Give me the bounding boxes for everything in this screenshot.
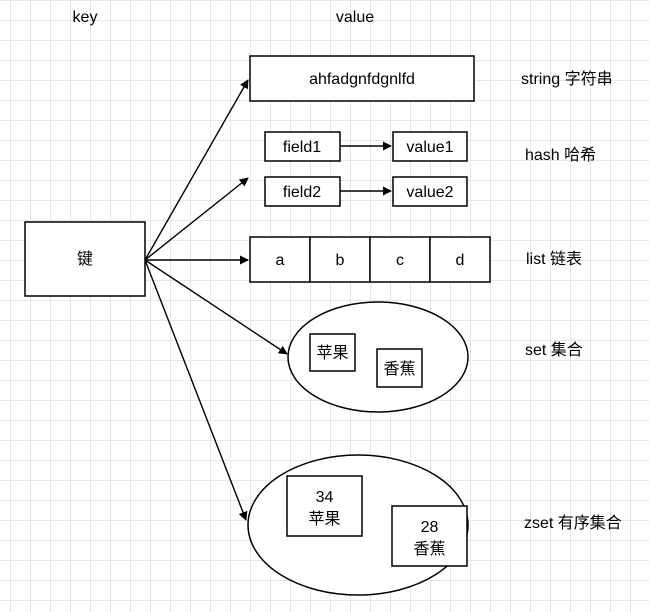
arrow-to-zset (144, 259, 248, 521)
hash-value-2: value2 (406, 184, 453, 201)
zset-score-2: 28 (421, 519, 439, 536)
zset-structure: 34 苹果 28 香蕉 (247, 454, 469, 596)
value-column-header: value (336, 9, 374, 26)
list-item-3: c (396, 252, 404, 269)
zset-score-1: 34 (316, 489, 334, 506)
key-column-header: key (73, 9, 98, 26)
type-label-set: set 集合 (525, 341, 583, 359)
type-labels: string 字符串 hash 哈希 list 链表 set 集合 zset 有… (521, 70, 622, 532)
hash-field-1: field1 (283, 139, 321, 156)
type-label-string: string 字符串 (521, 70, 613, 88)
hash-structure: field1 value1 field2 value2 (264, 131, 468, 207)
key-node: 键 (24, 221, 146, 297)
list-structure: a b c d (249, 236, 491, 283)
key-node-label: 键 (77, 250, 93, 268)
list-item-1: a (276, 252, 285, 269)
zset-member-2: 香蕉 (413, 540, 445, 558)
hash-value-1: value1 (406, 139, 453, 156)
key-to-value-arrows (144, 79, 288, 521)
type-label-zset: zset 有序集合 (524, 514, 622, 532)
hash-field-2: field2 (283, 184, 321, 201)
set-member-1: 苹果 (316, 344, 348, 362)
type-label-list: list 链表 (526, 250, 582, 268)
list-item-4: d (456, 252, 465, 269)
set-structure: 苹果 香蕉 (287, 301, 469, 413)
list-item-2: b (336, 252, 345, 269)
arrow-to-string (144, 79, 249, 261)
arrow-to-set (144, 259, 288, 355)
zset-member-1: 苹果 (308, 510, 340, 528)
string-value-box: ahfadgnfdgnlfd (249, 55, 475, 102)
type-label-hash: hash 哈希 (525, 146, 596, 164)
arrow-to-hash (144, 177, 249, 261)
set-member-2: 香蕉 (383, 360, 415, 378)
string-value-text: ahfadgnfdgnlfd (309, 71, 415, 88)
